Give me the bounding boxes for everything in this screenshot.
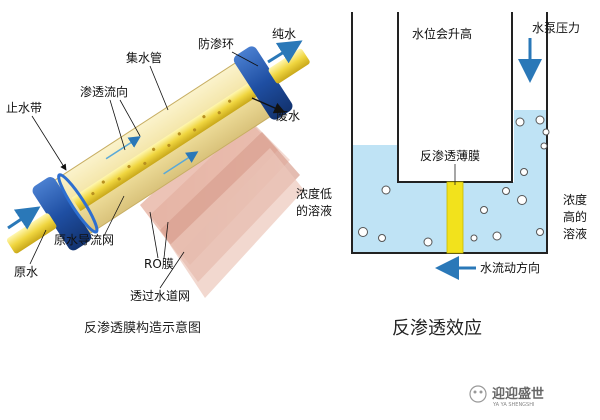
right-labels: 水位会升高 水泵压力 反渗透薄膜 浓度低 的溶液 浓度 高的 溶液 水流动方向 … bbox=[296, 21, 587, 339]
label-raw-water: 原水 bbox=[14, 265, 38, 279]
label-pump-pressure: 水泵压力 bbox=[532, 21, 580, 35]
bubbles-high bbox=[470, 115, 550, 242]
left-labels: 纯水 防渗环 集水管 渗透流向 止水带 废水 原水导流网 RO膜 原水 透过水道… bbox=[6, 27, 300, 336]
label-ro-thin-membrane: 反渗透薄膜 bbox=[420, 148, 480, 163]
label-raw-water-guide-net: 原水导流网 bbox=[54, 233, 114, 247]
label-low-conc-1: 浓度低 bbox=[296, 186, 332, 201]
outlet-pipe bbox=[268, 48, 310, 84]
waste-water-arrow bbox=[251, 97, 286, 114]
label-anti-leak-ring: 防渗环 bbox=[198, 36, 234, 51]
label-water-stop-belt: 止水带 bbox=[6, 101, 42, 115]
label-pure-water: 纯水 bbox=[272, 27, 296, 41]
raw-water-inflow-arrow bbox=[7, 206, 41, 230]
label-flow-direction: 水流动方向 bbox=[480, 260, 540, 275]
water-stop-ring bbox=[57, 173, 99, 234]
membrane-tube bbox=[6, 46, 310, 254]
inlet-pipe bbox=[6, 213, 57, 254]
label-waste-water: 废水 bbox=[276, 108, 300, 123]
right-end-cap bbox=[233, 46, 293, 120]
label-water-level-rise: 水位会升高 bbox=[412, 26, 472, 41]
water-high-column bbox=[512, 110, 547, 145]
ro-effect-illustration bbox=[351, 12, 550, 280]
right-caption: 反渗透效应 bbox=[392, 318, 482, 339]
label-water-collector: 集水管 bbox=[126, 50, 162, 65]
watermark-text: 迎迎盛世 bbox=[492, 386, 544, 402]
watermark-sub: YA YA SHENGSHI bbox=[492, 402, 534, 408]
inner-tube bbox=[398, 12, 514, 182]
ro-thin-membrane bbox=[446, 181, 464, 254]
bubbles-low bbox=[358, 185, 433, 247]
label-permeate-channel-net: 透过水道网 bbox=[130, 289, 190, 303]
label-high-conc-1: 浓度 bbox=[563, 192, 587, 207]
ro-membrane-illustration bbox=[6, 40, 310, 298]
watermark: 迎迎盛世 YA YA SHENGSHI bbox=[469, 385, 544, 408]
pure-water-outflow-arrow bbox=[267, 40, 303, 64]
label-ro-membrane-left: RO膜 bbox=[144, 257, 174, 271]
label-high-conc-2: 高的 bbox=[563, 209, 587, 224]
membrane-sheets bbox=[140, 112, 304, 298]
left-caption: 反渗透膜构造示意图 bbox=[84, 320, 201, 336]
label-low-conc-2: 的溶液 bbox=[296, 203, 332, 218]
label-high-conc-3: 溶液 bbox=[563, 226, 587, 241]
watermark-logo-icon bbox=[469, 385, 487, 403]
left-end-cap bbox=[32, 177, 92, 251]
label-permeate-flow: 渗透流向 bbox=[80, 84, 128, 99]
